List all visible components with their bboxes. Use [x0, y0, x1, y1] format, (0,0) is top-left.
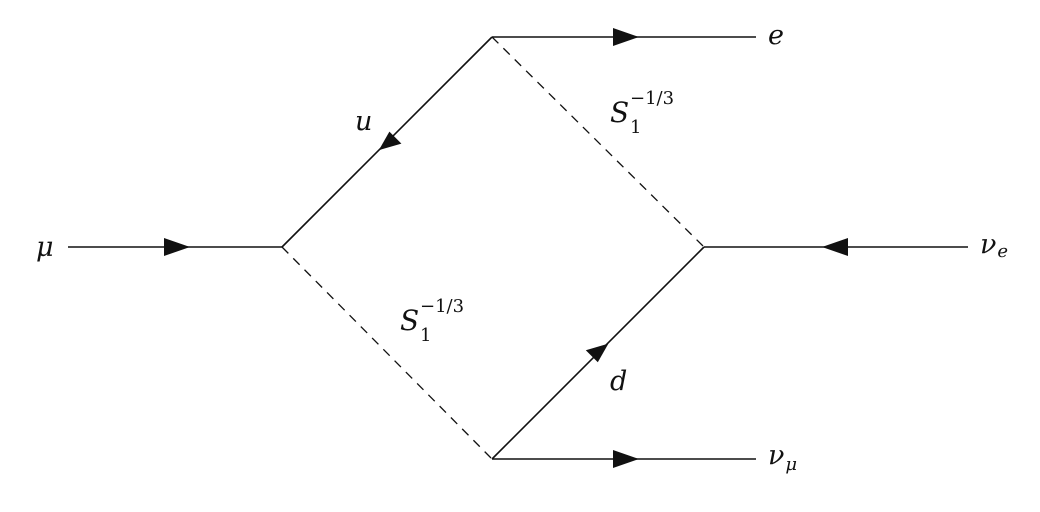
label-nu-e-sub: e	[997, 241, 1008, 262]
electron-arrow	[613, 28, 639, 46]
leptoquark-propagator-top	[491, 36, 705, 248]
electron-neutrino-arrow	[822, 238, 848, 256]
up-quark-arrow	[378, 131, 402, 151]
label-nu-e-main: ν	[980, 229, 996, 260]
muon-arrow	[164, 238, 190, 256]
label-s1-top-sub: 1	[630, 117, 641, 138]
muon-neutrino-arrow	[613, 450, 639, 468]
leptoquark-propagator-bottom	[281, 246, 493, 460]
label-e: e	[768, 20, 784, 51]
label-s1-bottom: S 1 −1/3	[400, 296, 464, 346]
label-nu-mu: νμ	[768, 440, 797, 475]
down-quark-arrow	[585, 343, 609, 363]
label-s1-bottom-sup: −1/3	[420, 296, 464, 317]
label-s1-bottom-main: S	[400, 304, 419, 337]
label-s1-top-sup: −1/3	[630, 88, 674, 109]
label-nu-mu-sub: μ	[785, 454, 797, 475]
label-mu: μ	[36, 232, 54, 263]
label-s1-top: S 1 −1/3	[610, 88, 674, 138]
label-s1-top-main: S	[610, 96, 629, 129]
label-nu-e: νe	[980, 229, 1008, 262]
label-u: u	[355, 106, 372, 137]
label-nu-mu-main: ν	[768, 440, 784, 471]
label-s1-bottom-sub: 1	[420, 325, 431, 346]
label-d: d	[610, 366, 627, 397]
